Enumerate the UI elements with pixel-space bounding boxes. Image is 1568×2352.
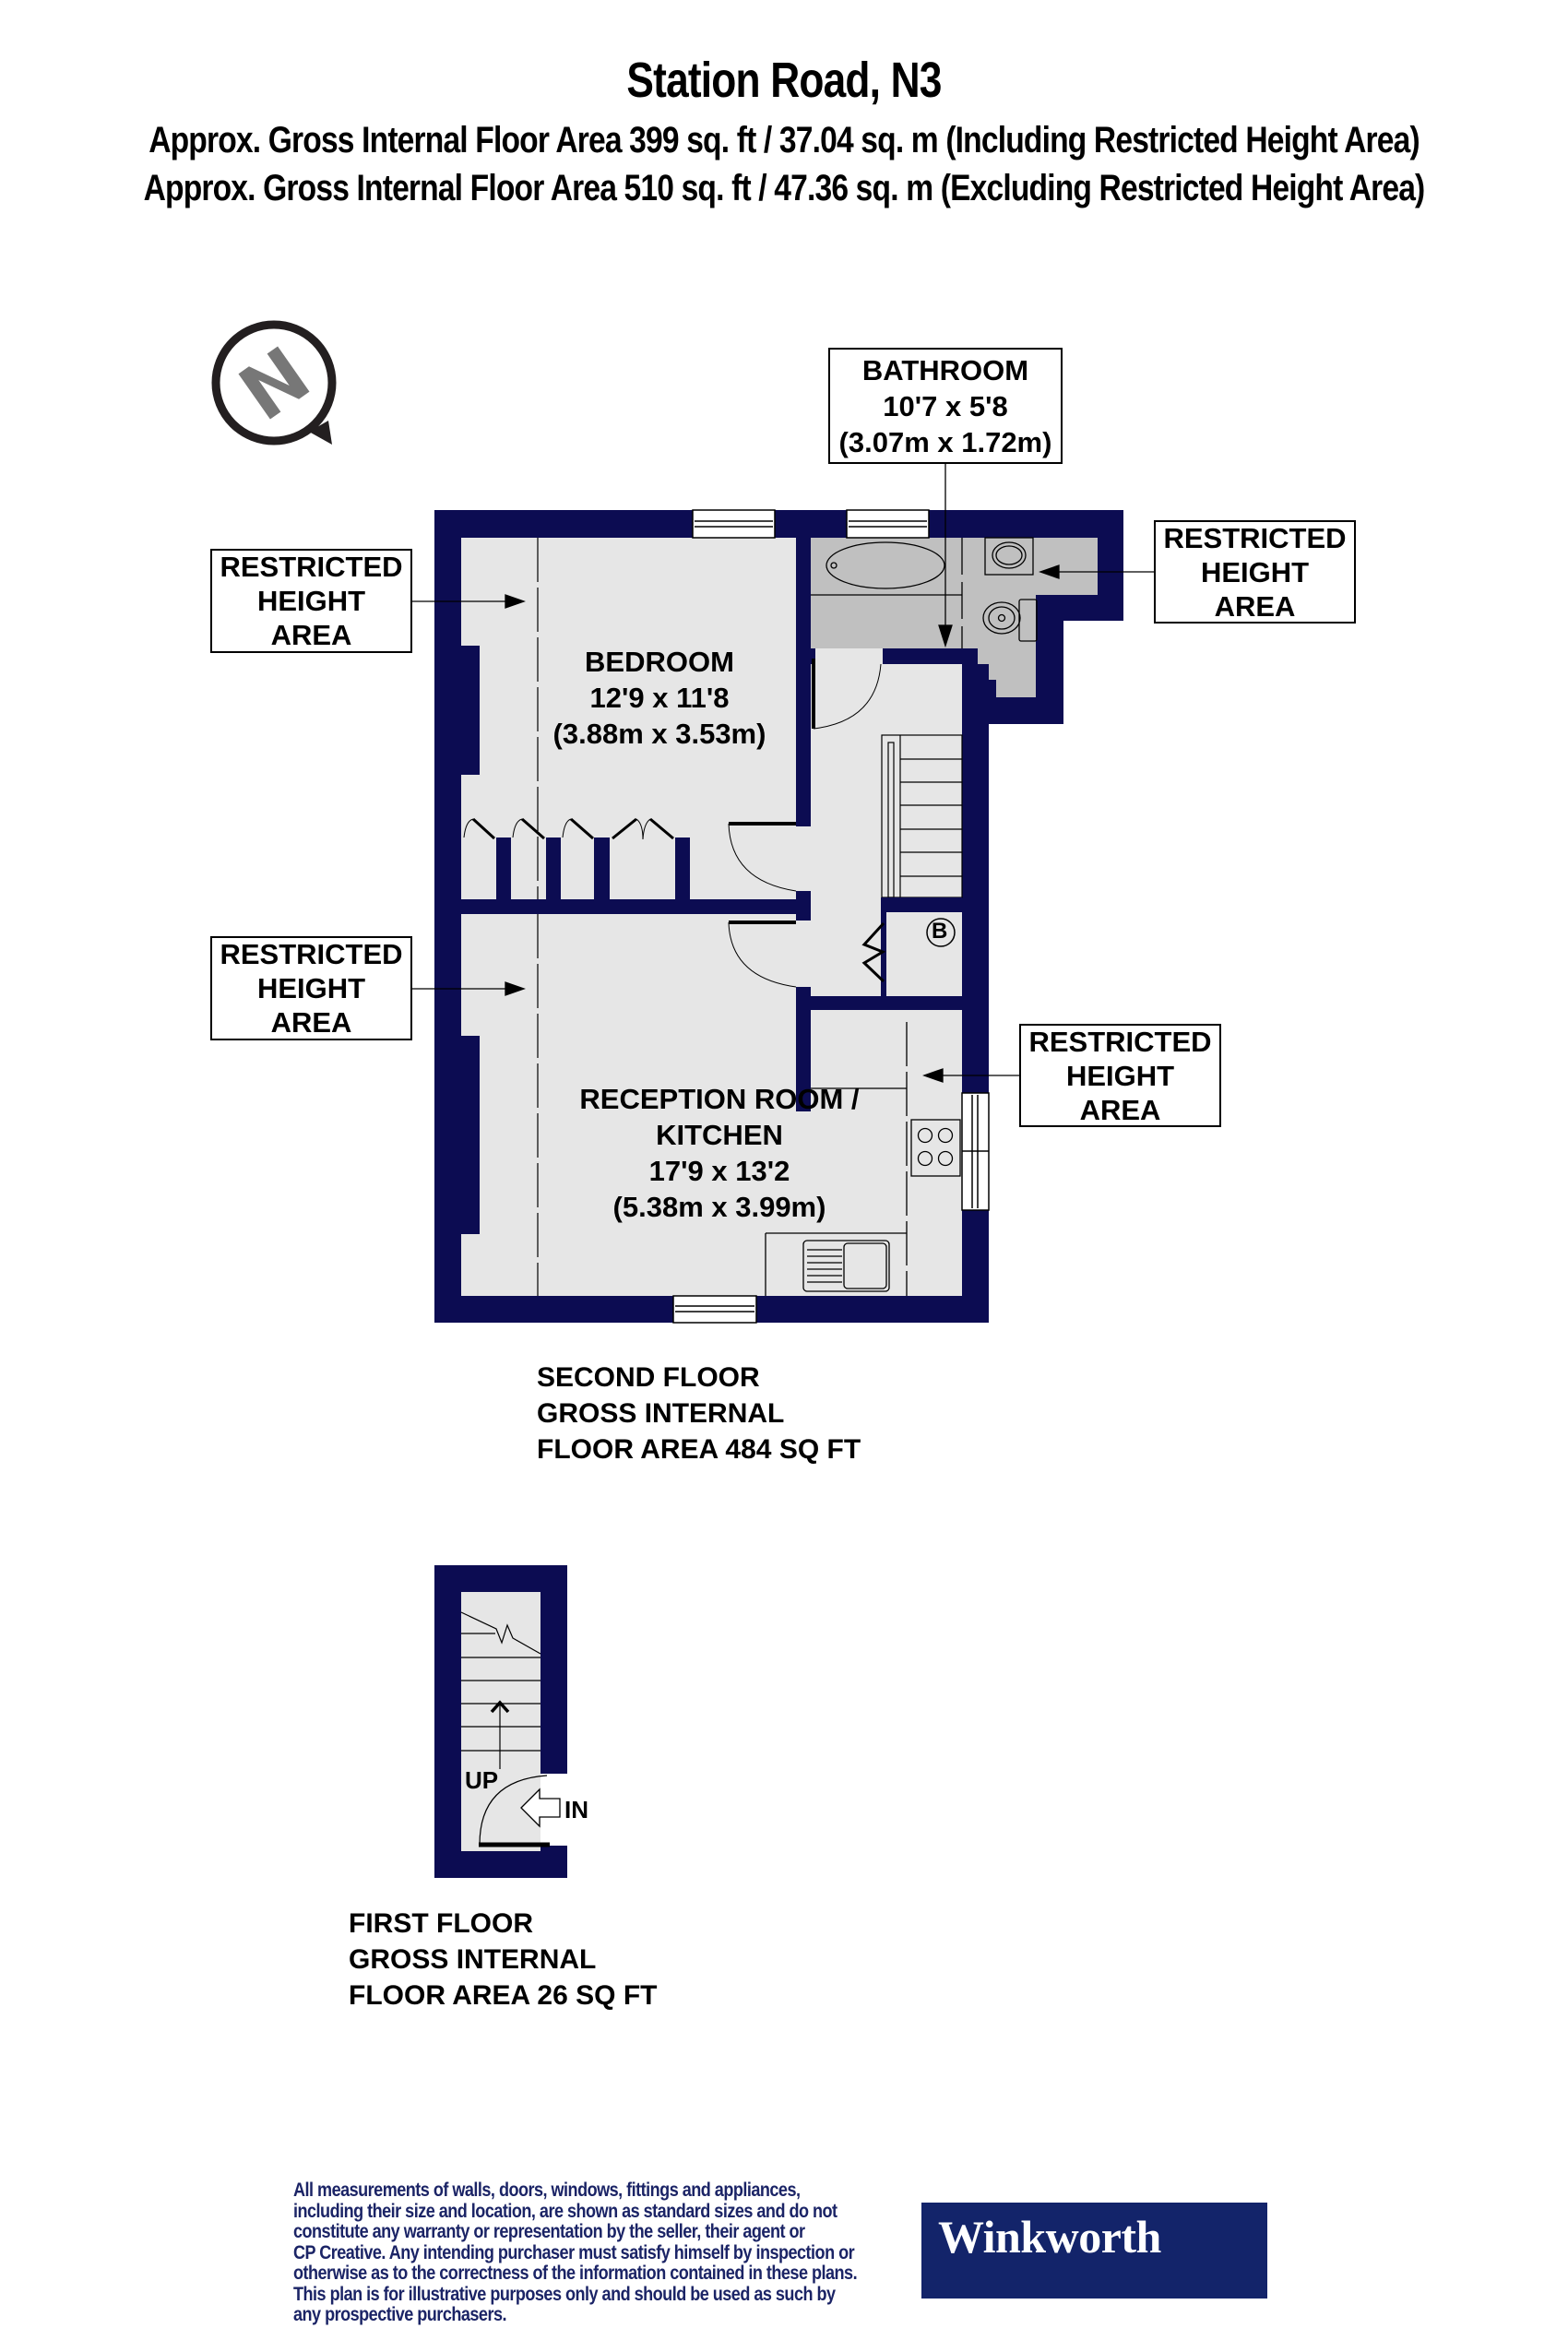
bathroom-floor — [811, 538, 1098, 697]
restricted-height-label-reception: RESTRICTED HEIGHT AREA — [210, 936, 412, 1040]
entrance-in-label: IN — [564, 1796, 588, 1823]
room-size-imperial: 12'9 x 11'8 — [589, 682, 730, 714]
kitchen-units — [765, 1022, 961, 1296]
area-excluding-restricted: Approx. Gross Internal Floor Area 510 sq… — [143, 168, 1426, 208]
partition-wall — [461, 899, 811, 914]
stairs-up-label: UP — [465, 1766, 499, 1794]
leader-lines — [412, 464, 1154, 1083]
reception-floor — [461, 914, 962, 1296]
room-name: RECEPTION ROOM / — [579, 1083, 860, 1115]
cupboard-floor — [886, 912, 962, 996]
up-arrow-icon — [490, 1700, 510, 1714]
room-size-metric: (3.88m x 3.53m) — [552, 718, 766, 750]
bedroom-floor — [461, 538, 796, 899]
bedroom-label: BEDROOM 12'9 x 11'8 (3.88m x 3.53m) — [535, 644, 784, 752]
reception-kitchen-label: RECEPTION ROOM / KITCHEN 17'9 x 13'2 (5.… — [553, 1081, 885, 1225]
room-size-metric: (3.07m x 1.72m) — [838, 425, 1052, 458]
area-including-restricted: Approx. Gross Internal Floor Area 399 sq… — [148, 120, 1420, 160]
winkworth-logo: Winkworth — [921, 2203, 1267, 2299]
room-name: BATHROOM — [861, 353, 1029, 386]
logo-text: Winkworth — [938, 2211, 1161, 2263]
boiler-label: B — [932, 919, 948, 944]
first-floor-area-label: FIRST FLOOR GROSS INTERNAL FLOOR AREA 26… — [349, 1908, 658, 2011]
room-size-imperial: 17'9 x 13'2 — [648, 1155, 790, 1187]
window — [672, 509, 990, 1324]
page-title: Station Road, N3 — [626, 53, 942, 108]
room-name: BEDROOM — [585, 646, 734, 678]
bathroom-label: BATHROOM 10'7 x 5'8 (3.07m x 1.72m) — [828, 348, 1063, 464]
second-floor-plan — [412, 464, 1154, 1324]
restricted-height-label-bathroom: RESTRICTED HEIGHT AREA — [1154, 520, 1356, 624]
restricted-height-label-kitchen: RESTRICTED HEIGHT AREA — [1019, 1024, 1221, 1127]
bathroom-fittings — [811, 537, 1038, 648]
boiler-icon — [926, 918, 956, 947]
first-floor-plan — [434, 1565, 567, 1878]
room-size-imperial: 10'7 x 5'8 — [883, 389, 1008, 422]
bifold-door — [861, 921, 886, 983]
room-size-metric: (5.38m x 3.99m) — [612, 1191, 826, 1223]
second-floor-area-label: SECOND FLOOR GROSS INTERNAL FLOOR AREA 4… — [537, 1362, 861, 1465]
disclaimer-text: All measurements of walls, doors, window… — [293, 2180, 858, 2325]
restricted-height-label-bedroom: RESTRICTED HEIGHT AREA — [210, 549, 412, 653]
room-name-line2: KITCHEN — [656, 1119, 783, 1151]
north-compass-icon — [211, 320, 337, 445]
wardrobes — [461, 817, 690, 899]
entrance-arrow-icon — [520, 1788, 561, 1828]
door — [728, 659, 882, 988]
staircase — [881, 734, 963, 898]
